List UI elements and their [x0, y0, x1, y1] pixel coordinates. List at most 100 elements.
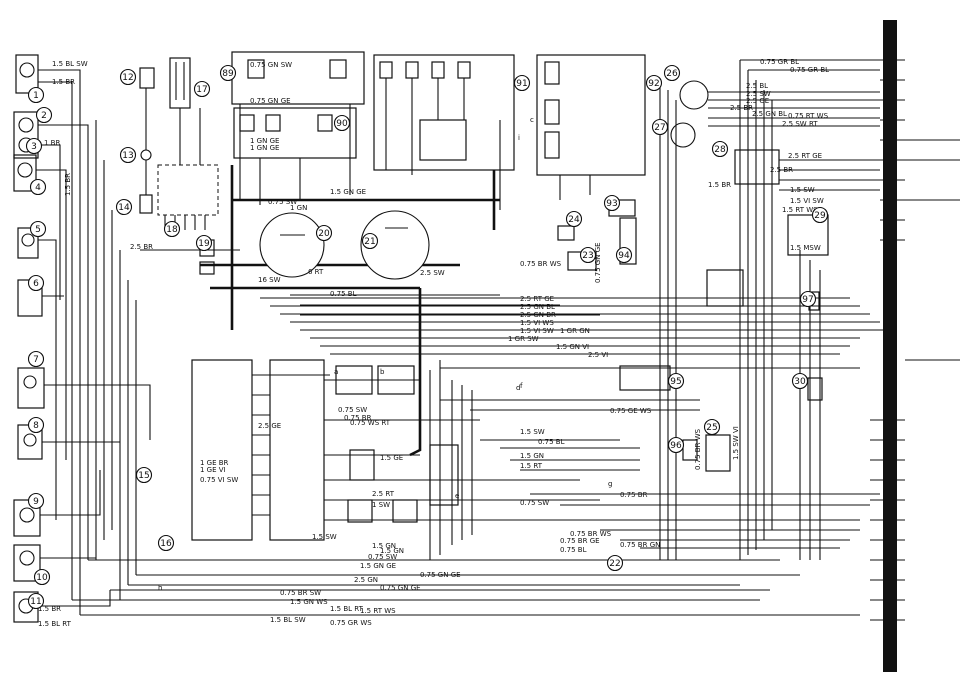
component-number: 16 — [160, 539, 172, 549]
wire-label: 1.5 MSW — [790, 244, 821, 252]
component-number-circle — [119, 68, 137, 86]
wire-label: 0.75 GR BL — [790, 66, 829, 74]
central-fuse-block — [191, 359, 620, 560]
component-number: 1 — [33, 91, 39, 101]
central-heavy-wiring — [140, 165, 600, 457]
component-24 — [557, 225, 575, 241]
wire-label: 2.5 GN — [354, 576, 378, 584]
left-lamp-units — [13, 54, 45, 623]
component-number-circle — [799, 290, 817, 308]
wire-label: 1.5 BR — [64, 173, 72, 196]
component-number: 95 — [670, 377, 681, 387]
wire-label: 1.5 GE — [380, 454, 403, 462]
wire-label: 0.75 BR GN — [620, 541, 660, 549]
component-12 — [140, 149, 152, 161]
component-26-motor — [679, 80, 709, 110]
component-number-circle — [33, 568, 51, 586]
component-number: 91 — [516, 79, 527, 89]
component-29 — [787, 214, 829, 256]
lamp-unit-6 — [17, 367, 45, 409]
component-number-circle — [565, 210, 583, 228]
wire-label: 1.5 BR — [38, 605, 61, 613]
lamp-unit-3 — [13, 154, 37, 192]
wire-label: 2.5 SW RT — [782, 120, 818, 128]
wire-label: 0.75 SW — [338, 406, 367, 414]
component-number-circle — [361, 232, 379, 250]
component-letter: h — [158, 584, 162, 592]
component-96 — [682, 439, 698, 461]
component-letter: g — [608, 480, 612, 488]
component-number-circle — [667, 436, 685, 454]
wire-label: 1.5 GN VI — [556, 343, 589, 351]
component-number: 20 — [318, 229, 330, 239]
component-number: 89 — [222, 69, 234, 79]
wire-label: 0.75 RT WS — [788, 112, 829, 120]
wire-label: 0.75 GR BL — [760, 58, 799, 66]
wire-label: 1.5 VI SW — [790, 197, 824, 205]
wire-label: 1 GN GE — [250, 144, 279, 152]
lamp-unit-9 — [13, 544, 41, 582]
bulb-icon — [19, 550, 35, 566]
relay-icon — [392, 499, 418, 523]
bulb-icon — [18, 117, 34, 133]
component-number: 17 — [196, 85, 207, 95]
component-number-circle — [157, 534, 175, 552]
component-95 — [619, 365, 671, 391]
component-number-circle — [513, 74, 531, 92]
relay-icon — [379, 61, 393, 79]
component-number: 9 — [33, 497, 39, 507]
component-number: 14 — [118, 203, 130, 213]
wire-label: 1.5 SW — [520, 428, 545, 436]
wire-label: 2.5 GN BL — [520, 303, 555, 311]
component-number-circle — [25, 137, 43, 155]
component-number-circle — [667, 372, 685, 390]
wire-label: 1 GR SW — [508, 335, 539, 343]
component-letter: i — [518, 134, 520, 142]
relay-icon — [544, 131, 560, 159]
wire-label: 1.5 GN — [372, 542, 396, 550]
bulb-icon — [23, 433, 37, 447]
wire-label: 2.5 SW — [746, 90, 771, 98]
component-number: 10 — [36, 573, 48, 583]
relay-icon — [329, 59, 347, 79]
component-number-circle — [27, 416, 45, 434]
component-number-circle — [27, 492, 45, 510]
right-margin — [870, 20, 960, 672]
wire-label: 1.5 GN GE — [330, 188, 366, 196]
wire-label: 0.75 SW — [368, 553, 397, 561]
component-number-circle — [651, 118, 669, 136]
wire-label: 2.5 BL — [746, 82, 768, 90]
component-number-circle — [663, 64, 681, 82]
relay-icon — [429, 444, 459, 506]
left-wire-bundle — [36, 69, 860, 616]
wire-label: 0.75 BR SW — [280, 589, 321, 597]
component-number: 97 — [802, 295, 813, 305]
component-number-circle — [35, 106, 53, 124]
component-number-circle — [333, 114, 351, 132]
wire-label: 0.75 BR WS — [694, 428, 702, 470]
wire-label: 1.5 SW VI — [732, 426, 740, 460]
scan-edge-shadow — [883, 20, 897, 672]
wire-label: 1 GN — [290, 204, 307, 212]
component-number-circle — [603, 194, 621, 212]
wire-label: 1.5 SW — [312, 533, 337, 541]
wire-label: 1.5 GN — [520, 452, 544, 460]
component-number: 29 — [814, 211, 826, 221]
component-50 — [706, 269, 744, 307]
component-16-relay — [169, 57, 191, 109]
wire-label: 0.75 GN GE — [250, 97, 291, 105]
bulb-icon — [23, 375, 37, 389]
wire-label: 0.75 GR WS — [330, 619, 372, 627]
wire-label: 0.75 WS RT — [350, 419, 391, 427]
component-number: 25 — [706, 423, 717, 433]
component-number: 12 — [122, 73, 133, 83]
wire-label: 0.75 BR WS — [520, 260, 562, 268]
relay-icon — [457, 61, 471, 79]
component-number: 19 — [198, 239, 210, 249]
component-number-circle — [195, 234, 213, 252]
component-25 — [705, 434, 731, 472]
component-94 — [619, 217, 637, 265]
bulb-icon — [21, 233, 35, 247]
component-number-circle — [115, 198, 133, 216]
wire-label: 1.5 SW — [790, 186, 815, 194]
